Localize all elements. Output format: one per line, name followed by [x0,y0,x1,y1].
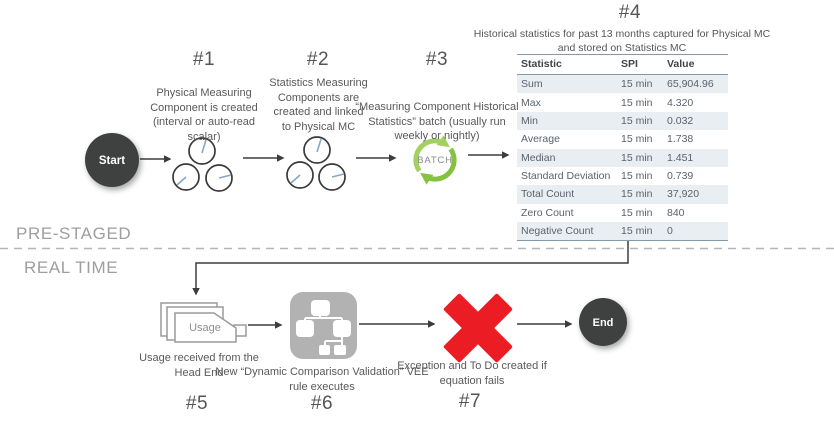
step5-description: Usage received from the Head End [139,352,259,379]
table-row: Average 15 min 1.738 [517,130,728,148]
stat-spi-cell: 15 min [621,151,653,164]
stat-value-cell: 0 [663,222,728,242]
stat-spi-cell: 15 min [621,188,653,201]
table-row: Standard Deviation 15 min 0.739 [517,167,728,185]
start-node: Start [85,133,139,187]
end-label: End [593,317,614,329]
stat-name-cell: Total Count [521,188,575,201]
stat-value-cell: 1.738 [667,133,694,146]
historical-statistics-table: Statistic SPI Value Sum 15 min 65,904.96… [517,54,728,242]
stat-value-cell: 4.320 [667,96,694,109]
stat-value-cell: 0.032 [667,114,694,127]
vee-rule-icon [290,292,357,359]
stat-value-cell: 1.451 [667,151,694,164]
connector-table-to-usage [192,237,629,296]
table-header-row: Statistic SPI Value [517,54,728,75]
table-row: Total Count 15 min 37,920 [517,185,728,204]
end-circle [579,298,627,346]
step4-description: Historical statistics for past 13 months… [473,28,771,54]
stat-name-cell: Average [521,133,560,146]
table-row: Sum 15 min 65,904.96 [517,74,728,94]
real-time-section-label: REAL TIME [24,258,119,277]
step3-id: #3 [425,49,449,70]
step6-description: New “Dynamic Comparison Validation” VEE … [215,366,429,393]
step7-description: Exception and To Do created if equation … [397,360,547,387]
stat-name-cell: Zero Count [521,206,574,219]
stat-value-cell: 0.739 [667,170,694,183]
table-row: Max 15 min 4.320 [517,93,728,111]
table-row: Zero Count 15 min 840 [517,204,728,222]
meters-icon-step2 [286,136,346,191]
step2-description: Statistics Measuring Components are crea… [269,77,368,133]
start-circle [85,133,139,187]
step1-id: #1 [192,49,216,70]
usage-label: Usage [189,322,221,334]
stat-name-cell: Standard Deviation [521,170,611,183]
col-header-statistic: Statistic [517,54,617,75]
start-label: Start [99,155,125,167]
step2-id: #2 [306,49,330,70]
stat-name-cell: Median [521,151,556,164]
step4-id: #4 [618,2,642,23]
stat-spi-cell: 15 min [621,170,653,183]
step6-id: #6 [310,393,334,414]
stat-value-cell: 65,904.96 [667,78,714,91]
stat-value-cell: 37,920 [667,188,700,201]
stat-spi-cell: 15 min [621,78,653,91]
stat-spi-cell: 15 min [621,133,653,146]
step1-description: Physical Measuring Component is created … [150,87,258,143]
stat-name-cell: Negative Count [517,222,617,242]
error-x-icon [443,293,513,363]
stat-spi-cell: 15 min [621,114,653,127]
pre-staged-section-label: PRE-STAGED [16,224,132,243]
step3-description: “Measuring Component Historical Statisti… [355,101,519,143]
step5-id: #5 [185,393,209,414]
col-header-spi: SPI [617,54,663,75]
table-row: Min 15 min 0.032 [517,111,728,131]
table-row: Median 15 min 1.451 [517,148,728,167]
batch-label: BATCH [417,155,453,166]
batch-cycle-icon: BATCH [413,135,457,185]
end-node: End [579,298,627,346]
stat-spi-cell: 15 min [621,96,653,109]
stat-name-cell: Min [521,114,538,127]
stat-spi-cell: 15 min [617,222,663,242]
step7-id: #7 [458,391,482,412]
stat-name-cell: Sum [521,78,543,91]
usage-documents-icon: Usage [160,302,247,343]
meters-icon-step1 [172,137,233,192]
table-row: Negative Count 15 min 0 [517,222,728,242]
col-header-value: Value [663,54,728,75]
stat-spi-cell: 15 min [621,206,653,219]
stat-name-cell: Max [521,96,541,109]
stat-value-cell: 840 [667,206,685,219]
flow-arrows [140,151,629,329]
